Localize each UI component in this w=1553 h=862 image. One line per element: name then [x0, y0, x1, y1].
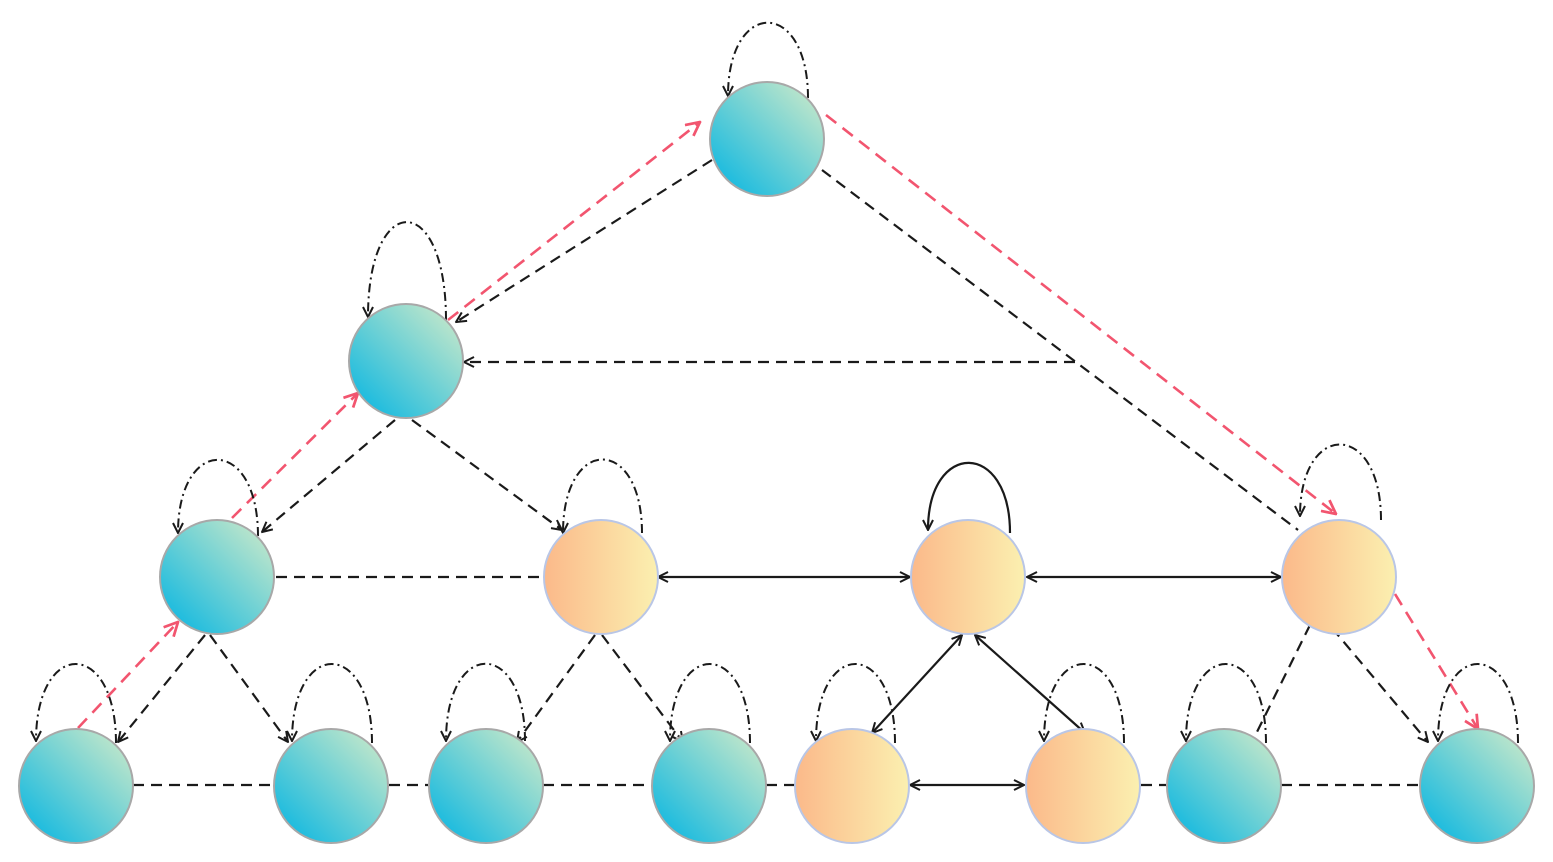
highlight-path	[77, 113, 1478, 729]
self-loop-solid-orange-center	[928, 461, 1012, 534]
self-loop-l4d	[670, 663, 751, 744]
self-loop-l4f	[1044, 663, 1125, 744]
node-l3-left	[159, 519, 275, 635]
node-l4c	[428, 728, 544, 844]
node-l3-right	[1281, 519, 1397, 635]
edge-l2-to-l3-left	[262, 419, 396, 532]
self-loop-l3-right	[1300, 443, 1382, 521]
edge-l3-left-to-l4-a	[118, 634, 206, 742]
node-l4g	[1166, 728, 1282, 844]
node-l4d	[651, 728, 767, 844]
node-l2	[348, 303, 464, 419]
edge-l3-right-to-l4-h	[1331, 627, 1428, 742]
self-loop-l4b	[292, 663, 373, 744]
self-loop-l4a	[36, 663, 117, 744]
solid-edges	[658, 461, 1281, 785]
edge-l3-mid-to-l4-d	[601, 634, 683, 742]
edge-l3-right-to-l4-g	[1251, 624, 1311, 743]
node-l3-mid	[543, 519, 659, 635]
nodes	[18, 81, 1535, 844]
node-l4h	[1419, 728, 1535, 844]
self-loop-l4e	[816, 663, 896, 744]
self-loop-l2	[368, 221, 447, 321]
edge-l2-to-l3-mid	[411, 419, 562, 530]
red-edge-l3-to-l2	[231, 393, 358, 519]
edge-top-to-l3-right	[821, 169, 1299, 531]
self-loop-l3-mid	[563, 458, 643, 534]
red-edge-l2-to-top	[447, 122, 700, 322]
node-l3-center	[910, 519, 1026, 635]
red-edge-top-to-l3-right	[825, 113, 1336, 514]
edge-l3-mid-to-l4-c	[517, 634, 596, 742]
edge-l3-left-to-l4-b	[209, 634, 288, 742]
self-loops	[36, 21, 1519, 744]
self-loop-top	[728, 21, 809, 99]
self-loop-l3-left	[178, 459, 259, 537]
edge-orange-l3-to-l4-e	[872, 635, 962, 733]
node-l4b	[273, 728, 389, 844]
self-loop-l4g	[1186, 663, 1267, 744]
self-loop-l4c	[446, 663, 526, 741]
self-loop-l4h	[1438, 663, 1519, 744]
node-l4f	[1025, 728, 1141, 844]
node-l4e	[794, 728, 910, 844]
node-l4a	[18, 728, 134, 844]
dashed-edges	[118, 159, 1428, 787]
red-edge-l4a-to-l3	[77, 622, 178, 729]
edge-orange-l3-to-l4-f	[975, 635, 1085, 733]
red-edge-l3-right-to-l4h	[1393, 593, 1478, 729]
node-top	[709, 81, 825, 197]
edge-top-to-l2-left	[456, 159, 713, 322]
